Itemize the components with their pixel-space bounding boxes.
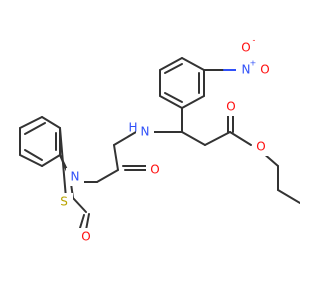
ring-oxygen-label: O xyxy=(81,230,90,244)
nitro-charge-label: + xyxy=(250,59,257,68)
nitro-oxygen-top-label: O xyxy=(241,41,250,55)
amide-nh-nitrogen-label: N xyxy=(141,125,150,139)
nitro-oxygen-charge-label: - xyxy=(253,36,256,45)
nitro-oxygen-right-label: O xyxy=(260,63,269,77)
atom-labels: N + O - O N H O O O N O S xyxy=(55,36,274,246)
nitro-nitrogen-label: N xyxy=(242,63,251,77)
molecule-svg: N + O - O N H O O O N O S xyxy=(19,35,300,246)
ring-nitrogen-label: N xyxy=(71,170,80,184)
chemical-structure-diagram: N + O - O N H O O O N O S xyxy=(19,35,300,246)
ring-sulfur-label: S xyxy=(60,195,68,209)
ester-carbonyl-oxygen-label: O xyxy=(226,100,235,114)
amide-nh-hydrogen-label: H xyxy=(128,121,137,135)
amide-oxygen-label: O xyxy=(150,163,159,177)
ester-link-oxygen-label: O xyxy=(256,140,265,154)
